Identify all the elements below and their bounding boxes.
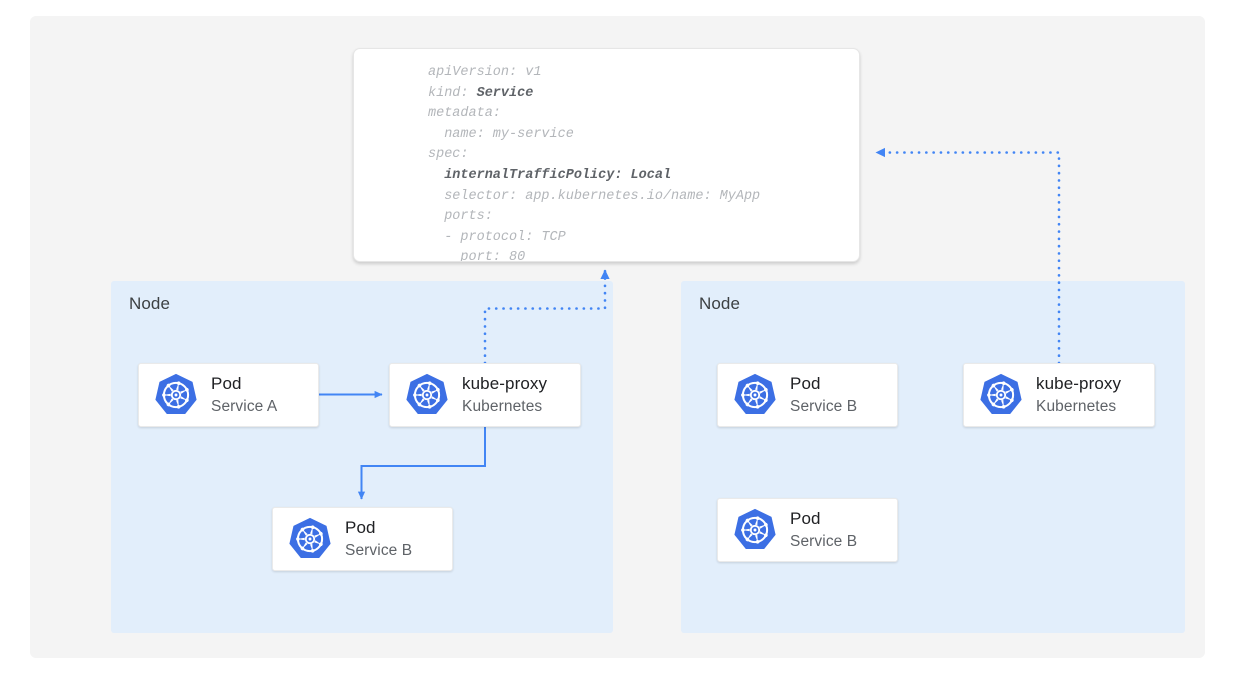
service-manifest-card: apiVersion: v1 kind: Service metadata: n…	[353, 48, 860, 262]
kubernetes-logo-icon	[979, 373, 1023, 417]
kubernetes-logo-icon	[288, 517, 332, 561]
kubernetes-logo-icon	[405, 373, 449, 417]
kubernetes-logo-icon	[733, 373, 777, 417]
card-kubeproxy-right[interactable]: kube-proxy Kubernetes	[963, 363, 1155, 427]
card-pod-b-right-2[interactable]: Pod Service B	[717, 498, 898, 562]
card-pod-a[interactable]: Pod Service A	[138, 363, 319, 427]
card-subtitle: Service B	[790, 398, 858, 415]
node-panel-right: Node	[681, 281, 1185, 633]
kubernetes-logo-icon	[154, 373, 198, 417]
node-panel-left: Node	[111, 281, 613, 633]
card-subtitle: Service B	[790, 533, 858, 550]
service-manifest-code: apiVersion: v1 kind: Service metadata: n…	[428, 65, 761, 262]
card-title: Pod	[211, 374, 242, 393]
card-title: kube-proxy	[1036, 374, 1122, 393]
diagram-canvas: apiVersion: v1 kind: Service metadata: n…	[30, 16, 1205, 658]
card-pod-b-left[interactable]: Pod Service B	[272, 507, 453, 571]
card-pod-b-right-1[interactable]: Pod Service B	[717, 363, 898, 427]
card-subtitle: Service A	[211, 398, 278, 415]
card-kubeproxy-left[interactable]: kube-proxy Kubernetes	[389, 363, 581, 427]
card-subtitle: Kubernetes	[462, 398, 543, 415]
node-label: Node	[129, 294, 171, 313]
card-subtitle: Service B	[345, 542, 413, 559]
card-title: kube-proxy	[462, 374, 548, 393]
kubernetes-logo-icon	[733, 508, 777, 552]
card-subtitle: Kubernetes	[1036, 398, 1117, 415]
node-label: Node	[699, 294, 741, 313]
card-title: Pod	[345, 518, 376, 537]
card-title: Pod	[790, 509, 821, 528]
card-title: Pod	[790, 374, 821, 393]
